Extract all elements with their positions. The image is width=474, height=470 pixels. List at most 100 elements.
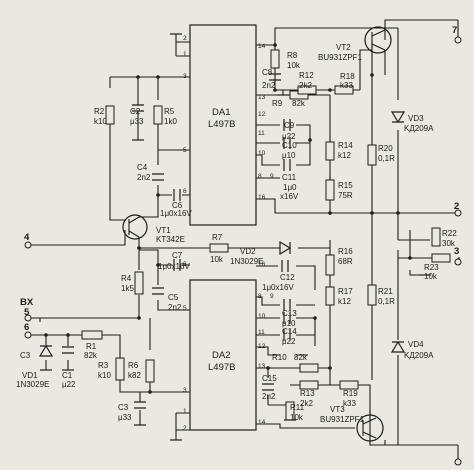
c6-ref: C6 — [172, 201, 183, 210]
vd3-ref: VD3 — [408, 114, 424, 123]
resistors — [81, 49, 451, 421]
da2-pin-14: 14 — [258, 419, 266, 426]
vd3-symbol — [390, 111, 406, 124]
r7-value: 10k — [210, 255, 224, 264]
vt3-part: BU931ZPF1 — [320, 415, 365, 424]
da2-pin-11: 11 — [258, 329, 265, 336]
c15-value: 2n2 — [262, 392, 276, 401]
vt1-transistor — [122, 214, 148, 240]
terminal-3-label: 3 — [454, 246, 459, 257]
r10-ref: R10 — [272, 353, 287, 362]
da2-pin-5: 5 — [183, 305, 187, 312]
c5-plates — [152, 287, 164, 295]
c11-ref: C11 — [282, 173, 297, 182]
da1-ref: DA1 — [212, 107, 230, 118]
r18-body — [334, 85, 354, 95]
r13-ref: R13 — [300, 389, 315, 398]
c14-plates — [283, 312, 291, 324]
r23-body — [431, 253, 451, 263]
c3-ref: C3 — [118, 403, 129, 412]
vt2-transistor — [364, 26, 392, 54]
vt2-part: BU931ZPF1 — [318, 53, 363, 62]
c11-voltage: x16V — [280, 192, 299, 201]
c1-value: μ22 — [62, 380, 76, 389]
c8-ref: C8 — [262, 68, 273, 77]
r18-value: k33 — [340, 81, 353, 90]
c3-value: μ33 — [118, 413, 132, 422]
c7-ref: C7 — [172, 251, 183, 260]
r9-value: 82k — [292, 99, 306, 108]
da1-part: L497B — [208, 119, 235, 130]
r14-ref: R14 — [338, 141, 353, 150]
da1-pin-1: 1 — [183, 51, 187, 58]
vd3-part: KД209A — [404, 124, 434, 133]
r15-ref: R15 — [338, 181, 353, 190]
da1-pin-16: 16 — [258, 194, 266, 201]
c11-plates — [283, 159, 291, 171]
r16-value: 68R — [338, 257, 353, 266]
c2-ref: C2 — [130, 107, 141, 116]
da2-pin-16: 16 — [258, 261, 266, 268]
c9-plates — [283, 119, 291, 131]
r1-ref: R1 — [86, 342, 97, 351]
da2-ref: DA2 — [212, 350, 230, 361]
r5-value: 1k0 — [164, 117, 177, 126]
r7-body — [209, 243, 229, 253]
vd4-part: KД209A — [404, 351, 434, 360]
c1-ref: C1 — [62, 371, 73, 380]
c4-ref: C4 — [137, 163, 148, 172]
vt1-part: KT342E — [156, 235, 185, 244]
terminal-2-label: 2 — [454, 201, 459, 212]
c12-plates — [281, 260, 289, 272]
da2-pin-1: 1 — [183, 408, 187, 415]
da1-pin-14: 14 — [258, 43, 266, 50]
c4-plates — [152, 173, 164, 181]
r15-body — [325, 179, 335, 201]
da1-pin-13: 13 — [258, 94, 266, 101]
r14-body — [325, 141, 335, 161]
r22-value: 30k — [442, 239, 456, 248]
r2-ref: R2 — [94, 107, 105, 116]
c6-value: 1μ0x16V — [160, 209, 192, 218]
da1-pin-11: 11 — [258, 130, 265, 137]
r23-value: 10k — [424, 272, 438, 281]
r20-body — [367, 144, 377, 166]
r2-body — [105, 105, 115, 125]
r3-value: k10 — [98, 371, 111, 380]
c9-ref: C9 — [284, 121, 295, 130]
r17-ref: R17 — [338, 287, 353, 296]
r11-ref: R11 — [290, 403, 305, 412]
r21-value: 0,1R — [378, 297, 395, 306]
r9-ref: R9 — [272, 99, 283, 108]
r4-body — [134, 271, 144, 295]
r4-value: 1k5 — [121, 284, 134, 293]
c13-value: μ10 — [282, 319, 296, 328]
c5-ref: C5 — [168, 293, 179, 302]
r5-body — [153, 105, 163, 125]
da1-pin-10: 10 — [258, 150, 266, 157]
r1-value: 82k — [84, 351, 98, 360]
vt3-ref: VT3 — [330, 405, 345, 414]
c4-value: 2n2 — [137, 173, 151, 182]
c8-plates — [269, 73, 281, 81]
c7-plates — [173, 259, 181, 271]
vt3-transistor — [356, 414, 384, 442]
da2-part: L497B — [208, 362, 235, 373]
wiring — [39, 19, 460, 462]
r22-ref: R22 — [442, 229, 457, 238]
capacitors — [62, 73, 291, 409]
r17-body — [325, 286, 335, 306]
r19-value: k33 — [343, 399, 356, 408]
r17-value: k12 — [338, 297, 351, 306]
vd2-symbol — [279, 240, 292, 256]
r20-value: 0,1R — [378, 154, 395, 163]
r10-body — [299, 363, 319, 373]
terminal-5-label: 5 — [24, 307, 30, 318]
r11-value: 10k — [290, 413, 304, 422]
vd4-symbol — [390, 340, 406, 353]
terminals — [24, 36, 462, 466]
r3-ref: R3 — [98, 361, 109, 370]
vd1-part: 1N3029E — [16, 380, 49, 389]
r13-body — [299, 380, 319, 390]
c13-plates — [283, 299, 291, 311]
